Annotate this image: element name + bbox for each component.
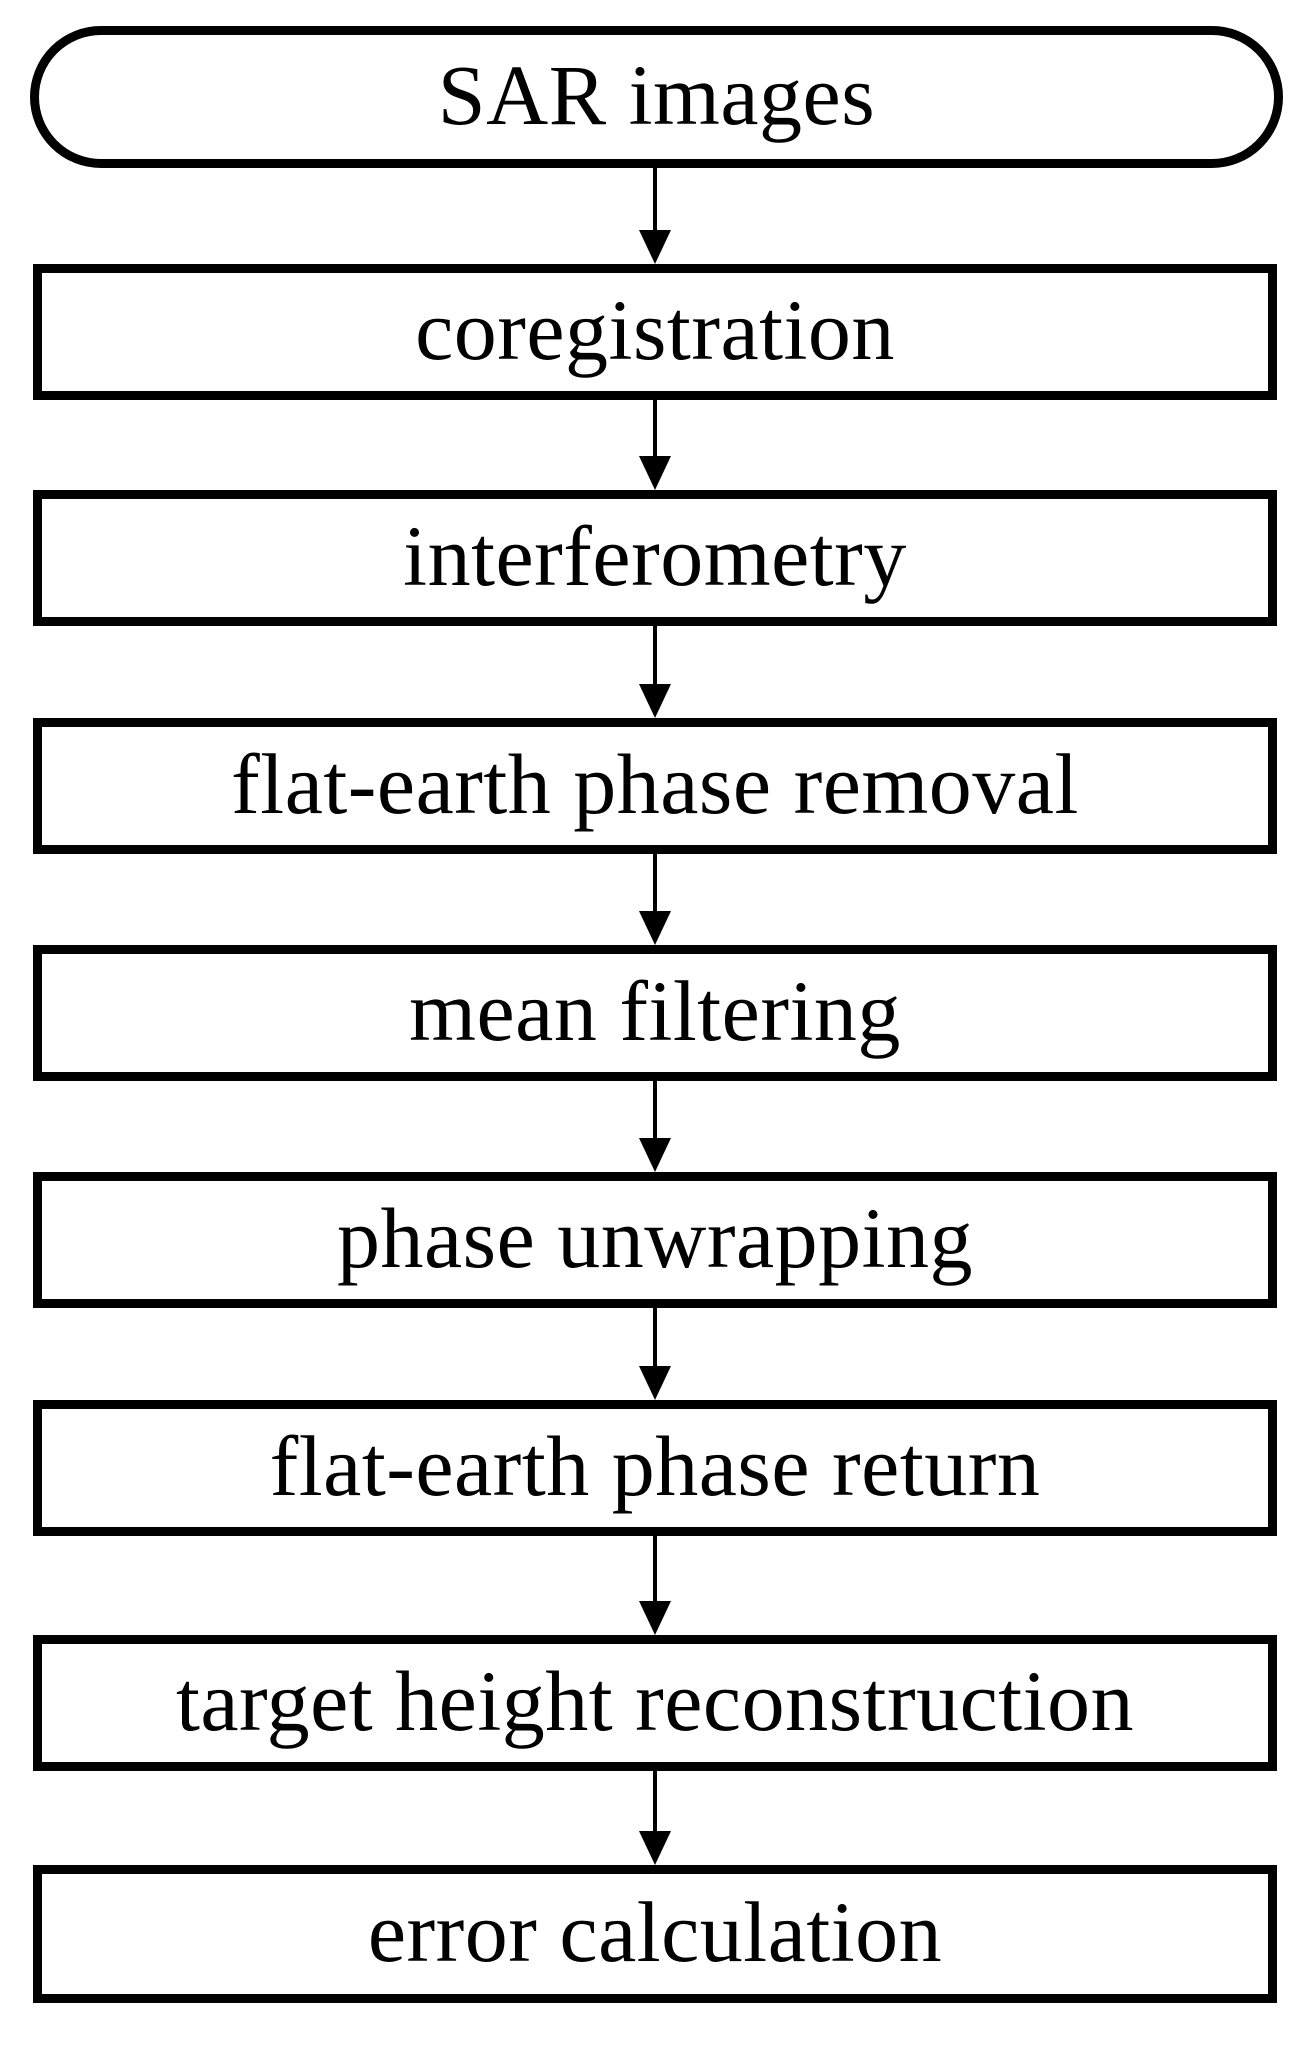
connector-stem (653, 626, 657, 690)
flow-node-interferometry[interactable]: interferometry (33, 490, 1277, 626)
flow-node-label: flat-earth phase return (269, 1418, 1041, 1514)
arrowhead-down-icon (639, 911, 671, 945)
connector-stem (653, 854, 657, 917)
flow-node-flat-earth-phase-removal[interactable]: flat-earth phase removal (33, 718, 1277, 854)
arrowhead-down-icon (639, 1138, 671, 1172)
arrowhead-down-icon (639, 684, 671, 718)
flow-node-label: flat-earth phase removal (231, 736, 1079, 832)
flow-node-coregistration[interactable]: coregistration (33, 264, 1277, 400)
flow-node-label: interferometry (403, 508, 907, 604)
flow-node-sar-images[interactable]: SAR images (30, 26, 1283, 168)
flow-node-mean-filtering[interactable]: mean filtering (33, 945, 1277, 1081)
flow-node-target-height-reconstruction[interactable]: target height reconstruction (33, 1635, 1277, 1771)
connector-stem (653, 168, 657, 236)
connector-stem (653, 1536, 657, 1607)
flow-node-phase-unwrapping[interactable]: phase unwrapping (33, 1172, 1277, 1308)
flow-node-label: mean filtering (409, 963, 901, 1059)
flow-node-label: phase unwrapping (336, 1190, 974, 1286)
connector-stem (653, 1771, 657, 1837)
flow-node-flat-earth-phase-return[interactable]: flat-earth phase return (33, 1400, 1277, 1536)
connector-stem (653, 400, 657, 462)
arrowhead-down-icon (639, 1601, 671, 1635)
connector-stem (653, 1081, 657, 1144)
connector-stem (653, 1308, 657, 1372)
arrowhead-down-icon (639, 1366, 671, 1400)
flow-node-label: target height reconstruction (175, 1653, 1135, 1749)
flow-node-error-calculation[interactable]: error calculation (33, 1865, 1277, 2003)
flow-node-label: coregistration (415, 282, 895, 378)
arrowhead-down-icon (639, 456, 671, 490)
flow-node-label: error calculation (367, 1884, 943, 1980)
arrowhead-down-icon (639, 1831, 671, 1865)
flow-node-label: SAR images (437, 47, 876, 143)
arrowhead-down-icon (639, 230, 671, 264)
